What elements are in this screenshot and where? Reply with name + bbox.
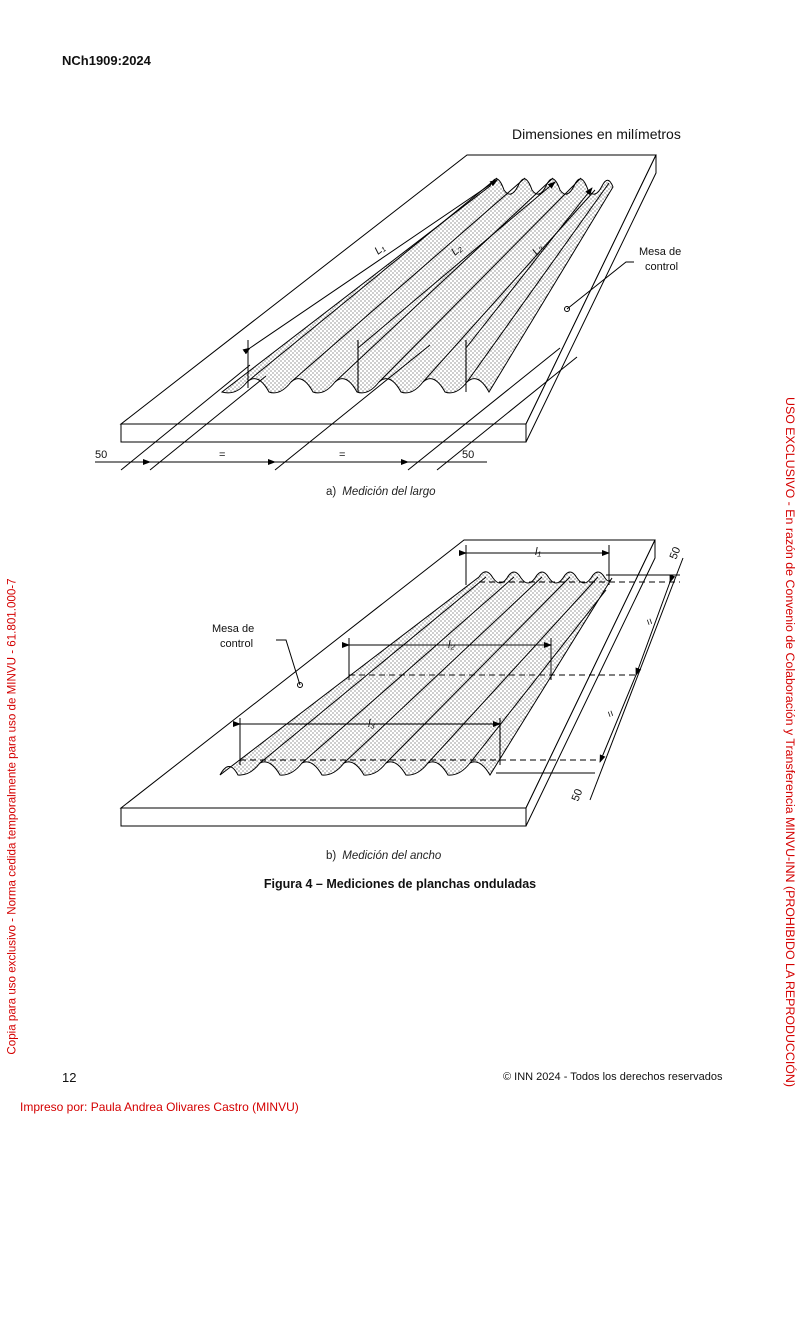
table-label-b-line2: control [220, 638, 253, 650]
figure-a-caption-text: Medición del largo [342, 486, 436, 498]
document-code: NCh1909:2024 [62, 53, 151, 68]
figure-b [119, 539, 684, 827]
dim-a-eq2: = [339, 449, 345, 461]
dim-b-eq2: = [603, 709, 616, 719]
table-label-a-line1: Mesa de [639, 246, 681, 258]
dim-a-eq1: = [219, 449, 225, 461]
left-watermark: Copia para uso exclusivo - Norma cedida … [5, 578, 19, 1055]
table-label-b-line1: Mesa de [212, 623, 254, 635]
page-number: 12 [62, 1070, 77, 1085]
figure-a-letter: a) [326, 486, 337, 498]
dimension-note: Dimensiones en milímetros [512, 126, 681, 142]
label-b-l1: l₁ [535, 546, 541, 558]
figure-b-caption: b) Medición del ancho [326, 850, 441, 862]
figure-4-drawing: 50 = = 50 Mesa de control L₁ L₂ L₃ [95, 154, 684, 827]
dim-b-eq1: = [642, 617, 655, 627]
dim-b-bottom: 50 [570, 787, 586, 803]
dim-a-left: 50 [95, 449, 107, 461]
right-watermark: USO EXCLUSIVO - En razón de Convenio de … [783, 397, 797, 1087]
dim-a-right: 50 [462, 449, 474, 461]
figure-b-caption-text: Medición del ancho [342, 850, 442, 862]
label-b-l2: l₂ [448, 639, 455, 651]
printed-by-notice: Impreso por: Paula Andrea Olivares Castr… [20, 1100, 299, 1114]
figure-b-letter: b) [326, 850, 337, 862]
dim-b-top: 50 [668, 545, 684, 561]
figure-title: Figura 4 – Mediciones de planchas ondula… [263, 877, 537, 891]
table-label-a-line2: control [645, 261, 678, 273]
copyright-notice: © INN 2024 - Todos los derechos reservad… [503, 1071, 723, 1083]
figure-a-caption: a) Medición del largo [326, 486, 436, 498]
label-b-l3: l₃ [368, 718, 375, 730]
figure-a [95, 154, 657, 471]
